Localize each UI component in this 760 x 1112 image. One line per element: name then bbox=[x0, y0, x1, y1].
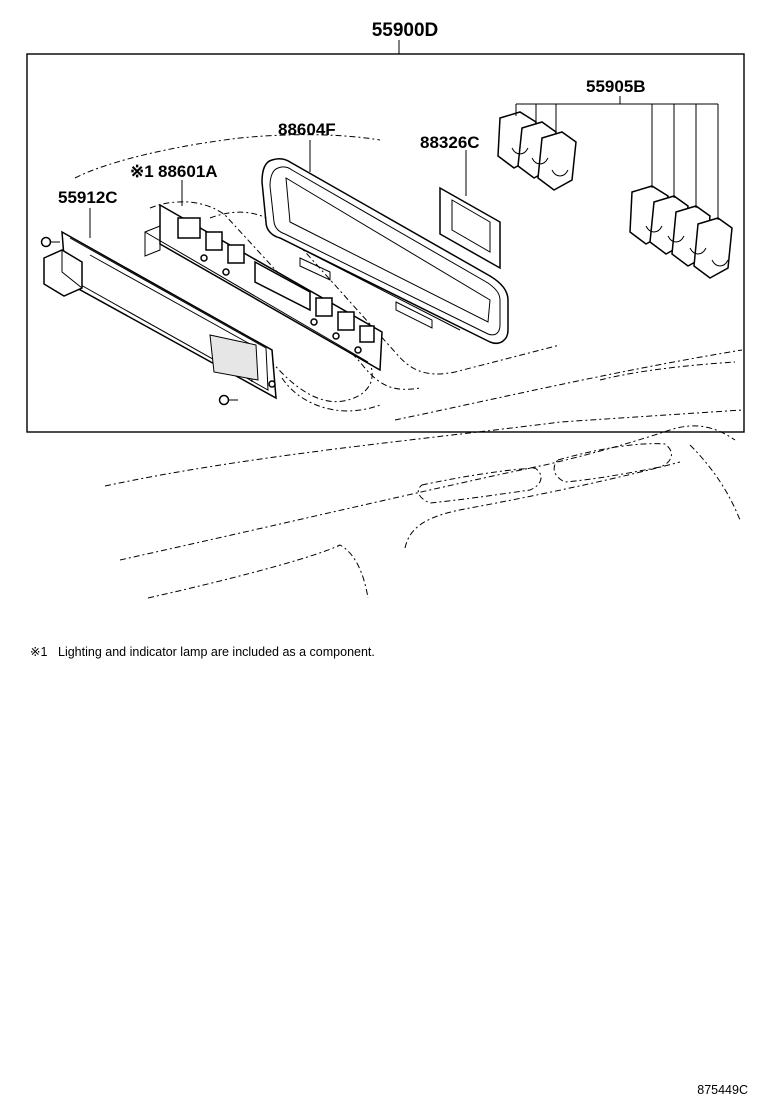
reference-code: 875449C bbox=[697, 1083, 748, 1097]
assembly-frame bbox=[26, 53, 745, 433]
label-assembly: 55900D bbox=[372, 20, 439, 41]
label-plate: 88326C bbox=[420, 133, 480, 152]
plate-part bbox=[439, 186, 501, 270]
vehicle-outline bbox=[104, 361, 743, 599]
label-cover: 55912C bbox=[58, 188, 118, 207]
label-switch-unit-mark: ※1 bbox=[130, 162, 154, 181]
knob-set-part bbox=[497, 111, 733, 279]
footnote-mark: ※1 bbox=[30, 645, 47, 659]
label-panel: 88604F bbox=[278, 120, 336, 139]
panel-part bbox=[261, 157, 509, 344]
footnote-text: Lighting and indicator lamp are included… bbox=[58, 645, 375, 659]
label-knob-set: 55905B bbox=[586, 77, 646, 96]
knob-set-leaders bbox=[515, 96, 719, 220]
switch-unit-part bbox=[144, 203, 383, 372]
cover-plate-part bbox=[40, 230, 277, 406]
label-switch-unit: 88601A bbox=[158, 162, 218, 181]
